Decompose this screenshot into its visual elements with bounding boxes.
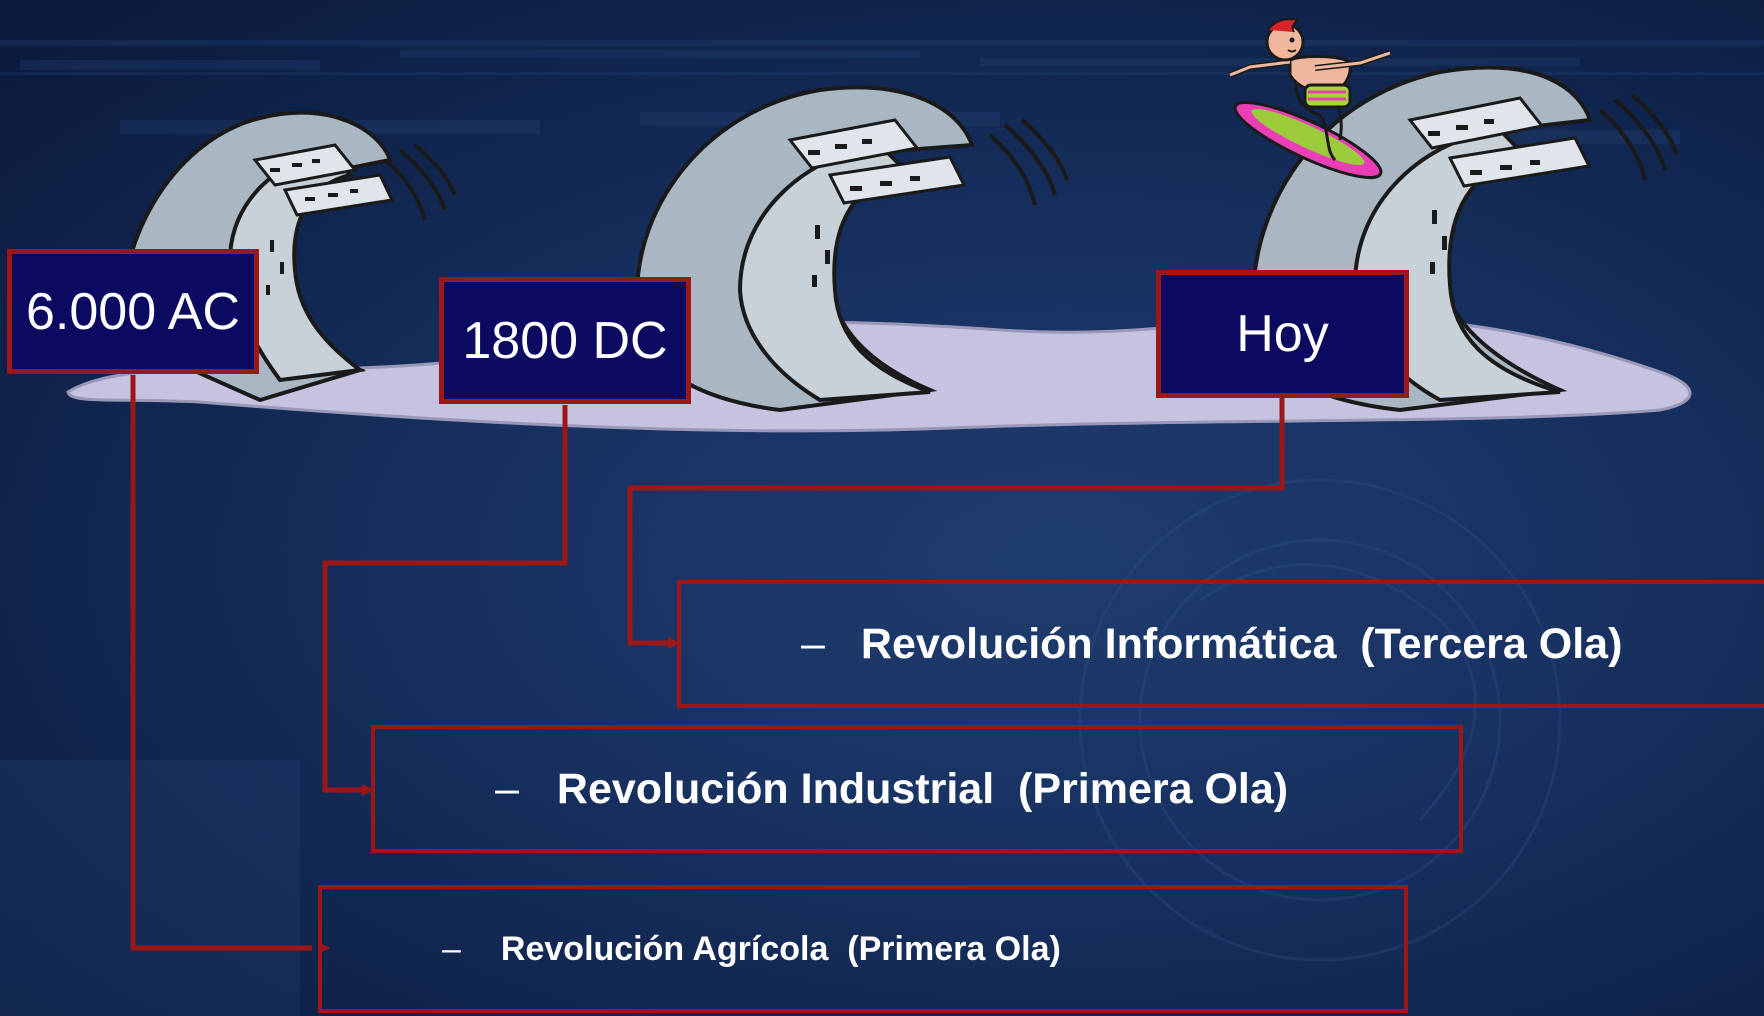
date-box-1800dc: 1800 DC [439,277,691,404]
arrow-head [362,784,374,796]
bullet-dash: – [495,764,519,813]
date-label: Hoy [1236,305,1329,363]
connector-6000ac [130,375,312,951]
connector-1800dc [322,405,568,793]
date-label: 1800 DC [462,311,668,370]
connector-hoy [627,395,1285,646]
revolution-label: Revolución Agrícola (Primera Ola) [500,929,1061,968]
date-label: 6.000 AC [26,282,240,341]
revolution-box-agricola: – Revolución Agrícola (Primera Ola) [318,885,1408,1013]
bullet-dash: – [801,619,825,668]
bullet-dash: – [442,929,461,968]
arrow-head [668,637,680,649]
revolution-box-informatica: – Revolución Informática (Tercera Ola) [677,580,1764,708]
date-box-hoy: Hoy [1156,270,1409,398]
revolution-box-industrial: – Revolución Industrial (Primera Ola) [371,725,1463,853]
date-box-6000ac: 6.000 AC [7,249,259,374]
wave-icon [634,85,1069,413]
surfer-icon [1228,18,1391,180]
revolution-label: Revolución Informática (Tercera Ola) [860,619,1623,668]
revolution-label: Revolución Industrial (Primera Ola) [556,764,1289,813]
